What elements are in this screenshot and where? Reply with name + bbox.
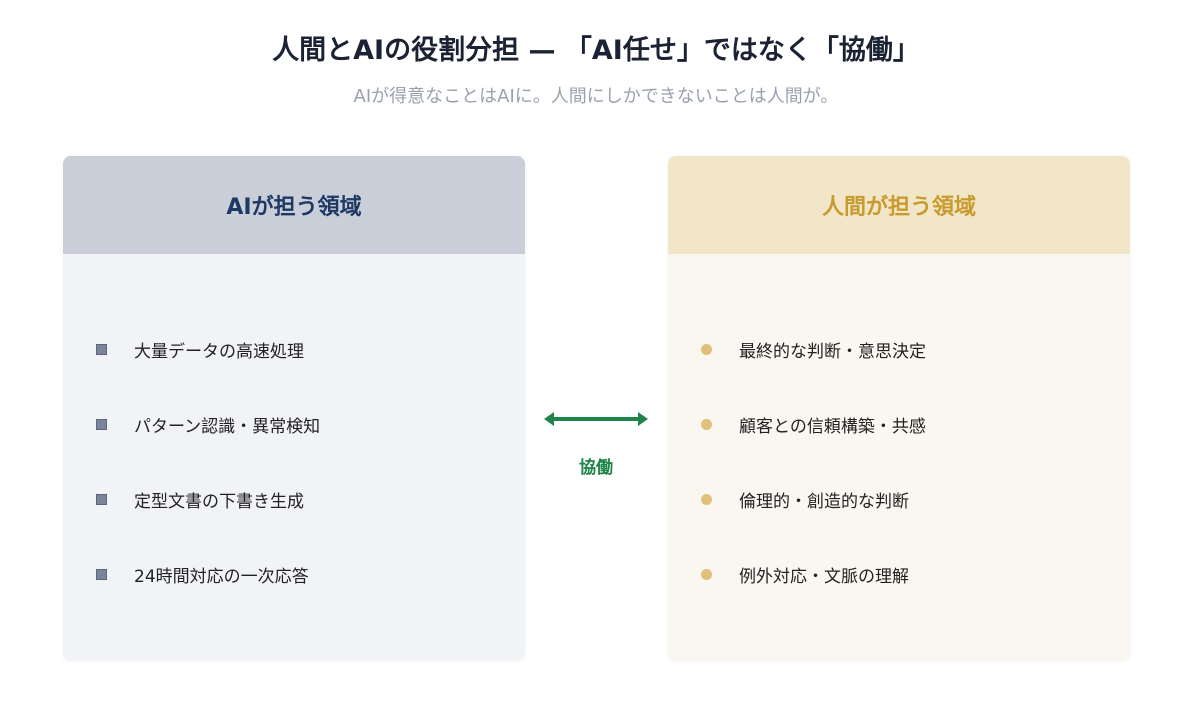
double-arrow-icon bbox=[544, 412, 648, 426]
page-subtitle: AIが得意なことはAIに。人間にしかできないことは人間が。 bbox=[353, 86, 839, 107]
item-label: 最終的な判断・意思決定 bbox=[739, 342, 926, 362]
list-item: 倫理的・創造的な判断 bbox=[668, 462, 1130, 537]
human-panel: 人間が担う領域 最終的な判断・意思決定 顧客との信頼構築・共感 倫理的・創造的な… bbox=[668, 156, 1130, 661]
square-bullet-icon bbox=[96, 494, 107, 505]
item-label: パターン認識・異常検知 bbox=[134, 417, 321, 437]
list-item: 定型文書の下書き生成 bbox=[63, 462, 525, 537]
item-label: 倫理的・創造的な判断 bbox=[739, 492, 909, 512]
item-label: 定型文書の下書き生成 bbox=[134, 492, 304, 512]
square-bullet-icon bbox=[96, 344, 107, 355]
page-title: 人間とAIの役割分担 — 「AI任せ」ではなく「協働」 bbox=[272, 35, 920, 66]
item-label: 24時間対応の一次応答 bbox=[134, 567, 309, 587]
ai-panel-heading: AIが担う領域 bbox=[63, 156, 525, 254]
item-label: 例外対応・文脈の理解 bbox=[739, 567, 909, 587]
square-bullet-icon bbox=[96, 419, 107, 430]
square-bullet-icon bbox=[96, 569, 107, 580]
human-panel-heading: 人間が担う領域 bbox=[668, 156, 1130, 254]
item-label: 顧客との信頼構築・共感 bbox=[739, 417, 926, 437]
list-item: 最終的な判断・意思決定 bbox=[668, 312, 1130, 387]
collaboration-label: 協働 bbox=[579, 458, 613, 478]
list-item: 顧客との信頼構築・共感 bbox=[668, 387, 1130, 462]
list-item: 24時間対応の一次応答 bbox=[63, 537, 525, 612]
circle-bullet-icon bbox=[701, 569, 712, 580]
list-item: 例外対応・文脈の理解 bbox=[668, 537, 1130, 612]
circle-bullet-icon bbox=[701, 419, 712, 430]
circle-bullet-icon bbox=[701, 494, 712, 505]
circle-bullet-icon bbox=[701, 344, 712, 355]
list-item: パターン認識・異常検知 bbox=[63, 387, 525, 462]
item-label: 大量データの高速処理 bbox=[134, 342, 304, 362]
list-item: 大量データの高速処理 bbox=[63, 312, 525, 387]
ai-panel: AIが担う領域 大量データの高速処理 パターン認識・異常検知 定型文書の下書き生… bbox=[63, 156, 525, 661]
